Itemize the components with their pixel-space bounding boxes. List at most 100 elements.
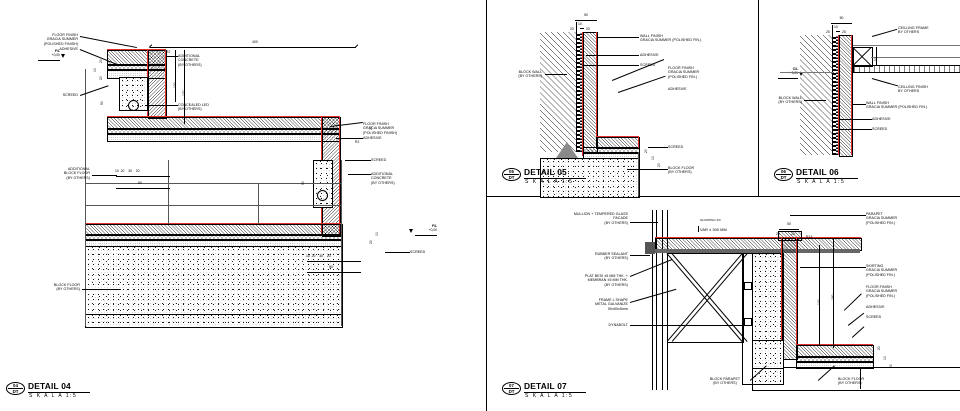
- d04-dim-20d: 20: [369, 240, 373, 244]
- d06-leader-3: [804, 100, 826, 101]
- d04-label-screed-lower: SCREED: [371, 158, 387, 162]
- d06-dimline-50b: [876, 47, 877, 65]
- d04-label-floor-finish-lower: FLOOR FINISH GRACIA SUMMER (POLISHED FIN…: [363, 122, 398, 135]
- d07-leader-5: [630, 325, 745, 326]
- d05-label-adhesive: ADHESIVE: [640, 53, 659, 57]
- d04-led-fixture: [128, 100, 139, 111]
- d07-block-floor-right: [752, 367, 960, 391]
- d05-dim-20d: 20: [657, 163, 661, 167]
- d04-label-add-concrete-upper: ADDITIONAL CONCRETE (BY OTHERS): [178, 54, 202, 67]
- d07-label-sealant: RUBBER SEALANT (BY OTHERS): [594, 252, 628, 261]
- d04-title: DETAIL 04: [28, 380, 71, 391]
- d05-dimline-10: [580, 28, 584, 29]
- d04-dim-80b: 80: [329, 265, 333, 269]
- d04-ref-line-left: [85, 69, 86, 160]
- d07-dim-r13: R13: [806, 235, 813, 239]
- d04-tag-number: 04: [13, 383, 18, 389]
- d04-label-floor-finish-upper: FLOOR FINISH GRACIA SUMMER (POLISHED FIN…: [43, 33, 78, 46]
- d07-plat-besi-membrane: [655, 249, 860, 253]
- d07-label-adhesive: ADHESIVE: [866, 305, 885, 309]
- d07-ann-slope: SLOOPING 1%: [700, 218, 721, 222]
- d04-leader-9: [345, 160, 371, 161]
- d06-elevation-rule: [778, 77, 798, 78]
- d06-label-block-wall: BLOCK WALL (BY OTHERS): [778, 96, 802, 105]
- d05-adhesive-layer: [580, 32, 583, 152]
- d04-dimline-80a: [116, 188, 170, 189]
- d07-label-frame: FRAME L SHAPE METAL GALVANIZE 50x50x5mm: [595, 298, 628, 311]
- d04-right-led-fixture: [317, 190, 328, 201]
- d06-block-wall-fill: [800, 35, 832, 155]
- d07-tag-number: 07: [509, 383, 514, 389]
- d07-dim-20d: 20: [889, 364, 893, 368]
- d04-dimline-130: [175, 50, 176, 102]
- d07-leader-7: [800, 267, 866, 268]
- d06-dim-20b: 20: [842, 30, 846, 34]
- d04-red-outline-v2: [165, 50, 166, 117]
- d04-dim-20b: 20: [99, 76, 103, 80]
- d07-dim-20c: 20: [877, 346, 881, 350]
- d05-scale: S K A L A 1:5: [525, 178, 574, 185]
- d05-red-v2: [596, 32, 597, 137]
- d05-tag-number: 05: [509, 169, 514, 175]
- d06-title-rule: [796, 177, 858, 179]
- d05-dim-20b: 20: [586, 27, 590, 31]
- d07-leader-2: [630, 255, 650, 256]
- d04-detail-tag: 04 DT: [6, 382, 25, 395]
- d05-label-screed-2: SCREED: [668, 145, 684, 149]
- d04-tag-ref: DT: [12, 388, 19, 394]
- sheet-divider-vertical-2: [758, 0, 759, 196]
- d07-mullion-line-3: [662, 210, 663, 390]
- d04-leader-5: [145, 105, 178, 106]
- d04-label-add-concrete-lower: ADDITIONAL CONCRETE (BY OTHERS): [371, 172, 395, 185]
- d07-dimline-180: [833, 238, 834, 348]
- d04-course-line-2: [85, 205, 341, 206]
- d06-scale: S K A L A 1:5: [797, 178, 846, 185]
- d07-dim-20a: 20: [776, 232, 780, 236]
- d06-tag-ref: DT: [780, 174, 787, 180]
- d06-label-adhesive: ADHESIVE: [872, 117, 891, 121]
- d05-label-block-floor: BLOCK FLOOR (BY OTHERS): [668, 166, 695, 175]
- d04-elevation-marker-b: [409, 229, 413, 233]
- d05-detail-tag: 05 DT: [502, 168, 521, 181]
- d05-dim-50: 50: [584, 13, 588, 17]
- d07-leader-10: [851, 326, 865, 338]
- d05-tag-ref: DT: [508, 174, 515, 180]
- d07-ann-var: VAR ± 300 MM: [700, 227, 727, 232]
- d06-leader-6: [836, 129, 872, 130]
- d07-leader-1: [630, 222, 658, 223]
- d07-label-parapet: PARAPET GRACIA SUMMER (POLISHED FIN.): [866, 212, 898, 225]
- d04-dim-r2a: R2: [166, 50, 171, 54]
- d04-dimline-400: [150, 47, 356, 48]
- d06-ceiling-line: [853, 45, 960, 46]
- d05-corner-fillet: [556, 142, 578, 158]
- d04-dimline-170: [184, 50, 185, 124]
- d04-dim-50a: 50: [100, 101, 104, 105]
- d04-dim-10b: 10: [375, 232, 379, 236]
- d04-dim-50b: 50: [301, 181, 305, 185]
- d06-dim-50b: 50: [874, 57, 878, 61]
- d07-parapet-base: [752, 340, 784, 369]
- d07-dim-50: 50: [787, 222, 791, 226]
- d06-label-wall-finish: WALL FINISH GRACIA SUMMER (POLISHED FIN.…: [866, 101, 928, 110]
- d07-dim-10: 10: [883, 356, 887, 360]
- d07-red-v1: [781, 238, 782, 358]
- d05-dim-20a: 20: [570, 27, 574, 31]
- d07-red-v2: [796, 238, 797, 358]
- d05-red-v3: [638, 136, 639, 148]
- d07-dim-100: 100: [817, 299, 821, 305]
- d04-elevation-tag-a: F/L: [55, 49, 60, 53]
- d07-label-floor-finish: FLOOR FINISH GRACIA SUMMER (POLISHED FIN…: [866, 285, 898, 298]
- d05-dim-10: 10: [578, 21, 582, 26]
- d07-screed-right: [796, 361, 874, 369]
- d05-dim-10b: 10: [651, 156, 655, 160]
- d07-slope-tick: [698, 226, 699, 232]
- d06-leader-5: [840, 119, 872, 120]
- d05-label-wall-finish: WALL FINISH GRACIA SUMMER (POLISHED FIN.…: [640, 34, 702, 43]
- d06-dimline-50: [831, 23, 852, 24]
- d07-label-dynabolt: DYNABOLT: [608, 323, 628, 327]
- d04-dim-170: 170: [182, 90, 186, 96]
- d04-dim-400: 400: [252, 40, 258, 44]
- d05-red-v1: [582, 32, 583, 156]
- d04-cut-line-right: [341, 160, 342, 326]
- d04-dims-chain-b: 10 20 30 20: [306, 254, 331, 258]
